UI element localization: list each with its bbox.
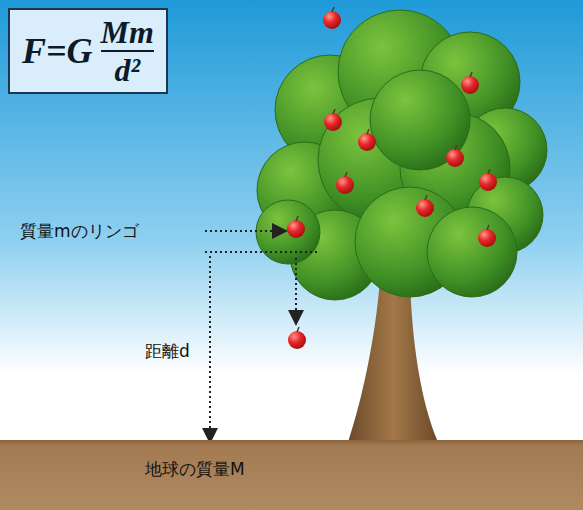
numerator: Mm: [101, 16, 154, 48]
apple-label: 質量mのリンゴ: [20, 220, 139, 243]
sky: [0, 0, 583, 440]
distance-label: 距離d: [145, 340, 190, 363]
ground-label: 地球の質量M: [145, 458, 245, 481]
formula-box: F=GMm d²: [8, 8, 168, 94]
fraction: Mm d²: [101, 16, 154, 86]
apple: [324, 113, 342, 131]
apple: [288, 331, 306, 349]
apples: [287, 7, 497, 349]
apple-stem: [296, 216, 298, 221]
formula-lhs: F=G: [22, 30, 93, 72]
apple: [416, 199, 434, 217]
tree-canopy: [256, 10, 547, 300]
apple-stem: [297, 327, 299, 332]
tree-trunk: [348, 280, 438, 442]
apple-stem: [345, 172, 347, 177]
apple: [478, 229, 496, 247]
leaf-cluster: [370, 70, 470, 170]
apple: [479, 173, 497, 191]
apple: [446, 149, 464, 167]
apple: [323, 11, 341, 29]
fraction-bar: [101, 50, 154, 52]
apple-stem: [332, 7, 334, 12]
apple-stem: [487, 225, 489, 230]
leaf-cluster: [427, 207, 517, 297]
apple-stem: [470, 72, 472, 77]
apple: [461, 76, 479, 94]
apple-stem: [488, 169, 490, 174]
apple-stem: [367, 129, 369, 134]
apple: [287, 220, 305, 238]
apple-stem: [425, 195, 427, 200]
dotted-lines: [205, 231, 318, 436]
apple-stem: [455, 145, 457, 150]
apple: [336, 176, 354, 194]
denominator: d²: [114, 54, 140, 86]
ground-band: 地球の質量M: [0, 440, 583, 510]
apple: [358, 133, 376, 151]
apple-stem: [333, 109, 335, 114]
